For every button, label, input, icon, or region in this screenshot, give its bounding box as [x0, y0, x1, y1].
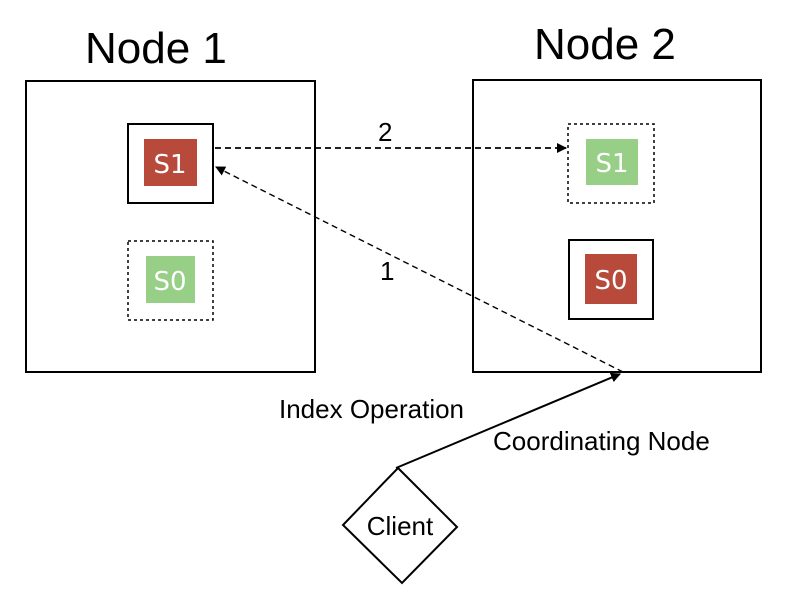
node2-primary-shard: [585, 254, 637, 304]
node1-title: Node 1: [85, 24, 227, 73]
node1-replica-shard: [146, 256, 195, 303]
node1-replica-shard-frame: [127, 240, 214, 321]
client-label: Client: [367, 511, 434, 541]
node2-replica-shard-label: S1: [595, 149, 628, 179]
node1-primary-shard-label: S1: [153, 150, 186, 180]
node2-primary-shard-label: S0: [594, 266, 627, 296]
node1-primary-shard: [144, 139, 197, 186]
node2-replica-shard-frame: [567, 123, 655, 204]
forward-step-label: 1: [380, 256, 394, 286]
coordinating-node-label: Coordinating Node: [493, 426, 710, 456]
node1-box: [25, 80, 316, 373]
node2-box: [472, 79, 762, 373]
forward-arrow: [215, 166, 624, 373]
index-operation-label: Index Operation: [279, 394, 464, 424]
client-request-arrow: [395, 372, 621, 469]
client-node: [341, 466, 459, 585]
node1-replica-shard-label: S0: [153, 267, 186, 297]
replication-step-label: 2: [378, 117, 392, 147]
node2-replica-shard: [586, 139, 638, 185]
node2-primary-shard-frame: [568, 239, 654, 320]
node2-title: Node 2: [534, 20, 676, 69]
